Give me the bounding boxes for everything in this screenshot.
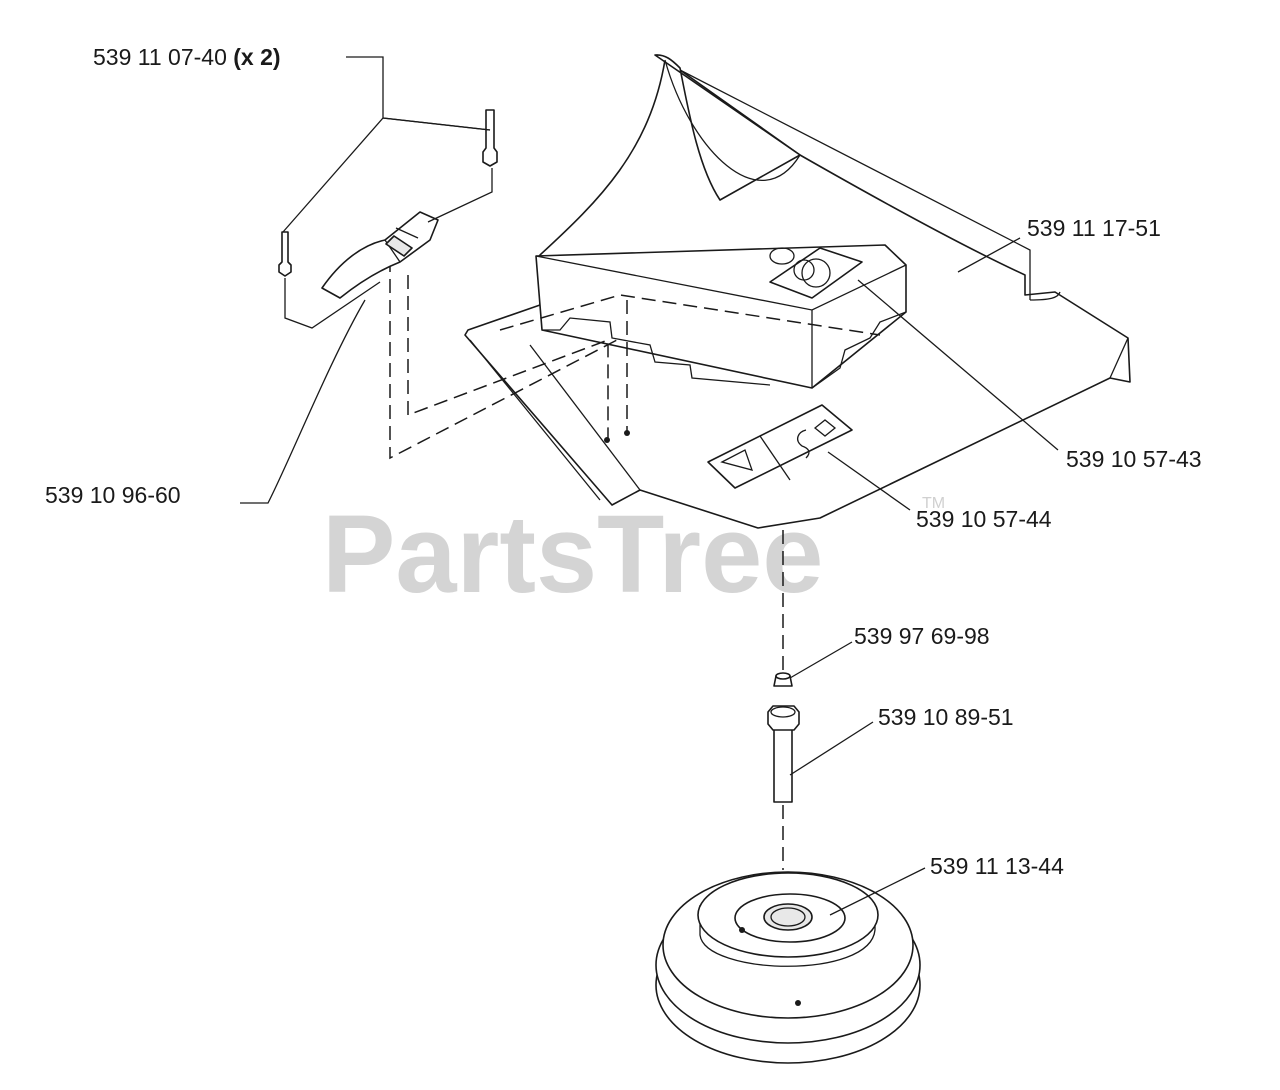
callout-bolt: 539 10 89-51 (878, 704, 1014, 730)
callout-decal-b: 539 10 57-44 (916, 506, 1052, 532)
callout-latch: 539 10 96-60 (45, 482, 181, 508)
belt-cover-drawing (464, 54, 1131, 529)
bolt-drawing (767, 705, 800, 803)
rivet-drawing (278, 109, 498, 277)
callout-labels: 539 11 07-40 (x 2) 539 11 17-51 539 10 5… (45, 44, 1202, 879)
washer-drawing (773, 672, 793, 687)
callout-decal-a: 539 10 57-43 (1066, 446, 1202, 472)
callout-cover: 539 11 17-51 (1027, 215, 1161, 241)
watermark-trademark: TM (922, 495, 945, 512)
callout-leader-lines (240, 56, 1059, 916)
callout-rivet-part: 539 11 07-40 (93, 44, 227, 70)
partstree-watermark: PartsTree TM (322, 493, 945, 616)
callout-rivet-qty: (x 2) (233, 44, 280, 70)
callout-rivet: 539 11 07-40 (x 2) (93, 44, 281, 70)
assembly-dashed-lines (389, 258, 881, 870)
decal-a-drawing (769, 247, 863, 299)
latch-drawing (321, 211, 439, 299)
callout-washer: 539 97 69-98 (854, 623, 990, 649)
callout-pulley: 539 11 13-44 (930, 853, 1064, 879)
pulley-drawing (655, 871, 921, 1064)
